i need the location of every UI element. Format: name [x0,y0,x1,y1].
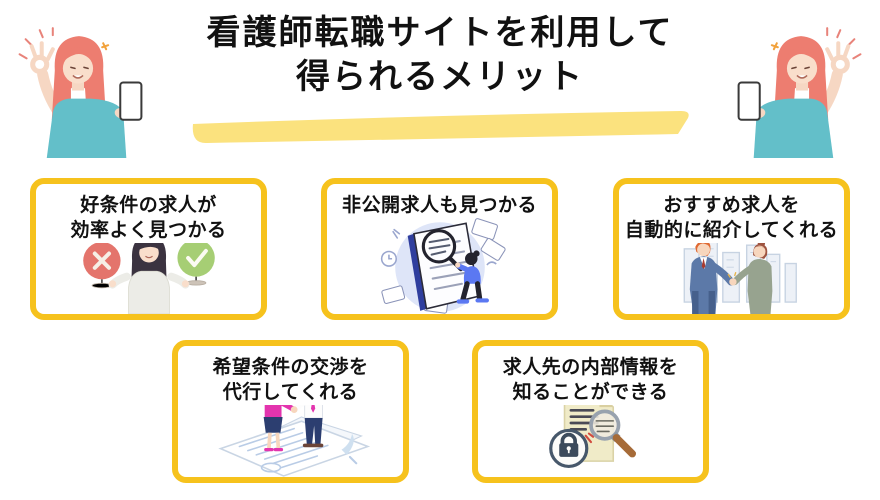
merit-card-good-conditions: 好条件の求人が 効率よく見つかる [30,178,267,320]
merit-card-label: おすすめ求人を 自動的に紹介してくれる [624,195,839,242]
woman-ok-sign-phone-icon [18,27,143,158]
merit-card-label: 好条件の求人が 効率よく見つかる [70,195,227,242]
merit-card-illustration [327,218,552,314]
locked-document-magnifier-icon [548,405,636,468]
woman-ok-phone-illustration-right [722,12,874,158]
merit-card-hidden-jobs: 非公開求人も見つかる [321,178,558,320]
handshake-city-icon [683,243,797,314]
merit-card-illustration [478,405,703,477]
merit-card-illustration [178,405,403,477]
merit-card-label: 非公開求人も見つかる [341,195,537,216]
merit-card-illustration [619,243,844,314]
merit-card-label: 希望条件の交渉を 代行してくれる [212,357,369,404]
merit-card-label: 求人先の内部情報を 知ることができる [502,357,679,404]
yellow-brush-stroke [192,111,689,144]
x-check-choice-icon [82,243,215,314]
handshake-contract-icon [217,405,370,477]
merit-card-illustration [36,243,261,314]
woman-ok-phone-illustration-left [6,12,158,158]
merit-card-negotiation: 希望条件の交渉を 代行してくれる [172,340,409,483]
woman-ok-sign-phone-mirrored-icon [737,27,862,158]
merit-card-inside-info: 求人先の内部情報を 知ることができる [472,340,709,483]
page-title: 看護師転職サイトを利用して 得られるメリット [206,14,674,96]
merit-card-auto-recommend: おすすめ求人を 自動的に紹介してくれる [613,178,850,320]
document-magnifier-person-icon [380,218,506,314]
